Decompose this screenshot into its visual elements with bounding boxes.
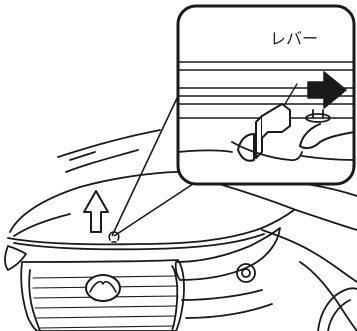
- fender-right-inner: [300, 262, 357, 331]
- a-pillar-left: [58, 130, 160, 157]
- brand-emblem: [86, 275, 120, 301]
- a-pillar-inner: [66, 150, 138, 172]
- hood-front-edge-inner: [14, 234, 264, 249]
- windshield-base: [70, 152, 95, 160]
- headlight-right: [176, 228, 280, 280]
- callout-detail: レバー: [178, 6, 354, 184]
- lift-up-arrow-icon: [84, 191, 108, 232]
- lever-shape: [256, 116, 262, 158]
- hood-front-edge: [8, 210, 294, 244]
- fender-right: [262, 230, 357, 282]
- headlight-lamp-inner: [242, 269, 250, 277]
- headlight-left: [5, 246, 26, 270]
- bumper-line: [182, 290, 272, 318]
- headlight-lamp: [237, 264, 255, 282]
- lever-label: レバー: [270, 29, 318, 48]
